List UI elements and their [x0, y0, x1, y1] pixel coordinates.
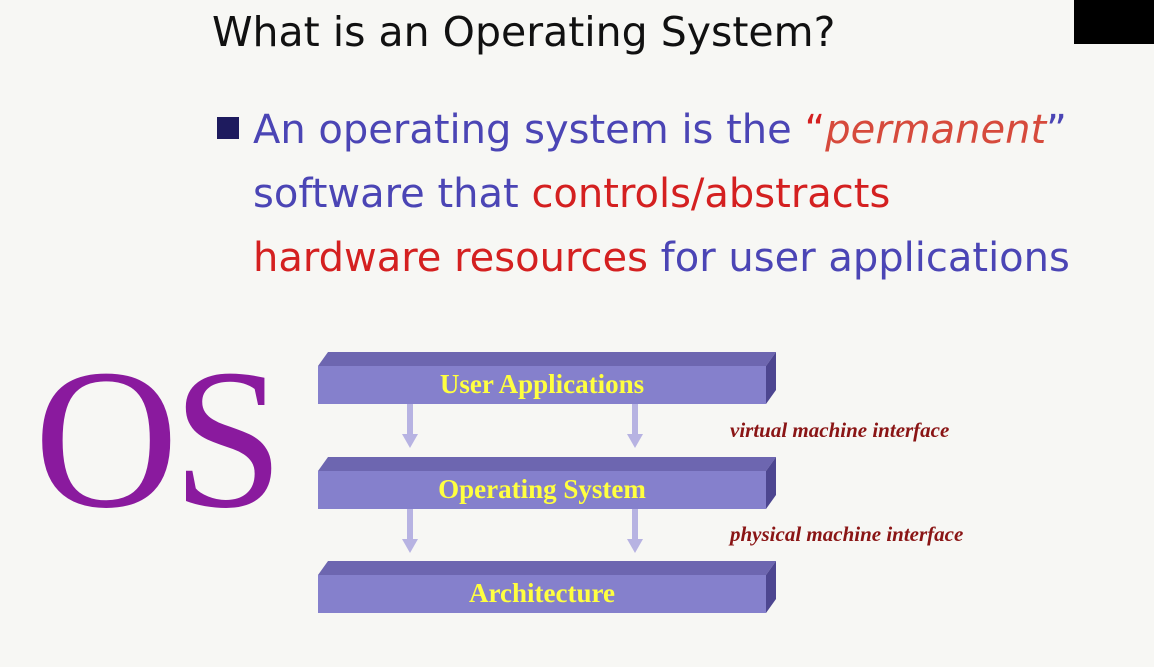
virtual-machine-interface-label: virtual machine interface: [730, 418, 950, 442]
open-quote: “: [804, 107, 826, 153]
layer-label: User Applications: [439, 369, 645, 399]
layer-label: Operating System: [438, 474, 646, 504]
bullet-line-3: hardware resources for user applications: [253, 226, 1070, 290]
down-arrow-icon: [627, 404, 643, 450]
physical-machine-interface-label: physical machine interface: [730, 522, 964, 546]
close-quote: ”: [1046, 107, 1067, 153]
layer-label: Architecture: [469, 578, 615, 608]
emphasis-controls: controls/abstracts: [531, 171, 891, 217]
down-arrow-icon: [402, 509, 418, 555]
slide-title: What is an Operating System?: [212, 8, 836, 56]
bullet-line-2: software that controls/abstracts: [253, 162, 1070, 226]
down-arrow-icon: [402, 404, 418, 450]
down-arrow-icon: [627, 509, 643, 555]
bullet-square-icon: [217, 117, 239, 139]
emphasis-permanent: permanent: [825, 107, 1047, 153]
bullet-line-2-text: software that: [253, 171, 532, 217]
bullet-line-1: An operating system is the “permanent”: [253, 98, 1070, 162]
bullet-line-3-text: for user applications: [647, 235, 1070, 281]
bullet-line-1-text: An operating system is the: [253, 107, 805, 153]
os-logo: OS: [34, 329, 284, 550]
bullet-text: An operating system is the “permanent” s…: [253, 98, 1070, 290]
corner-black-box: [1074, 0, 1154, 44]
emphasis-hardware-resources: hardware resources: [253, 235, 648, 281]
